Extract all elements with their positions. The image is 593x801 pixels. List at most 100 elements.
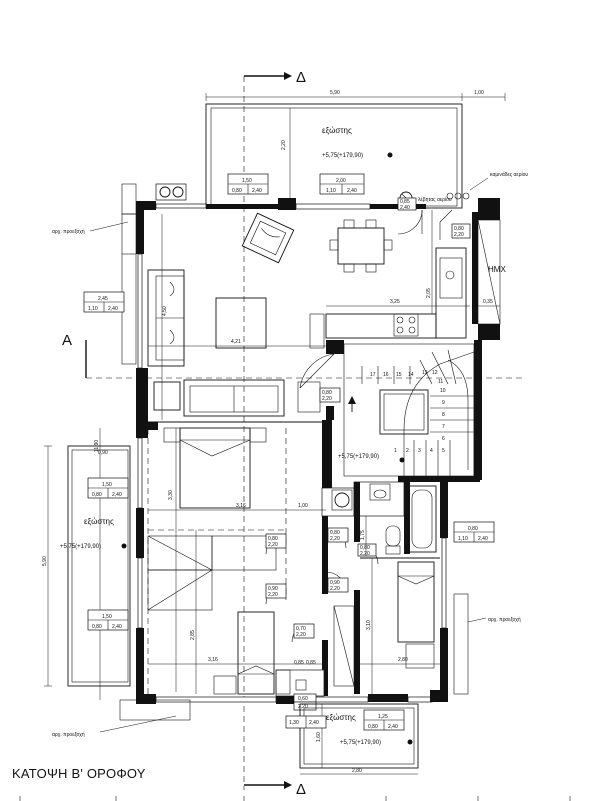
svg-text:0,80: 0,80 [468, 526, 478, 532]
hmx-label: ΗΜΧ [488, 265, 506, 274]
dim-living-depth: 4,50 [162, 306, 168, 316]
balcony-top-level: +5,75(+179,90) [322, 153, 363, 159]
lower-bedroom: 3,16 2,85 0,70 2,20 0,85 0,85 0,60 2,20 [148, 530, 322, 711]
dim-living-width: 4,21 [231, 339, 241, 345]
svg-text:2,45: 2,45 [98, 296, 108, 302]
section-mark-left: Α [62, 332, 72, 349]
annotation-arch-projection-2: αρχ. προεξοχή [52, 731, 85, 738]
door-tag-d1-h: 2,40 [400, 205, 410, 211]
drawing-title: ΚΑΤΟΨΗ Β' ΟΡΟΦΟΥ [12, 766, 146, 781]
door-tag-d6-w: 0,80 [330, 530, 340, 536]
svg-text:2,40: 2,40 [252, 188, 262, 194]
window-tag-lb-upper-a: 0,80 [92, 492, 102, 498]
level-marker-3 [121, 543, 127, 549]
balcony-top-label: εξώστης [322, 126, 352, 135]
section-line-delta: Δ Δ [243, 69, 306, 798]
balcony-bottom-label: εξώστης [326, 713, 356, 722]
svg-text:2,40: 2,40 [347, 188, 357, 194]
svg-text:1,50: 1,50 [242, 178, 252, 184]
bbq-and-projection: αρχ. προεξοχή [52, 183, 187, 365]
kitchen: 3,25 2,05 0,35 [309, 210, 500, 349]
dim-bottom-b: 0,85 [306, 660, 316, 666]
stair-step-12: 12 [432, 370, 438, 376]
window-tag-right-bath: 0,80 1,10 2,40 [453, 521, 495, 543]
level-marker-4 [407, 739, 413, 745]
master-bedroom: 3,16 3,30 1,00 [147, 427, 326, 694]
dining-area [329, 219, 393, 273]
door-tag-d10-w: 0,60 [298, 696, 308, 702]
annotation-arch-projection-1: αρχ. προεξοχή [52, 228, 85, 235]
annotation-arch-projection-3: αρχ. προεξοχή [488, 616, 521, 623]
svg-text:1,10: 1,10 [326, 188, 336, 194]
dim-corridor: 1,00 [298, 503, 308, 509]
window-tag-top-mid: 2,00 1,10 2,40 [319, 173, 365, 195]
door-tag-d8-w: 0,80 [360, 545, 370, 551]
axis-ticks [19, 796, 571, 801]
boiler-area: 0,85 2,40 λέβητας αερίου καμινάδες αερίο… [397, 171, 528, 325]
stair-step-7: 7 [442, 424, 445, 430]
dim-hall-depth: 1,75 [360, 530, 366, 540]
bath-level: +5,75(+179,90) [338, 454, 379, 460]
living-room: 4,21 4,50 [147, 212, 326, 420]
stair-step-15: 15 [396, 372, 402, 378]
level-marker [387, 152, 393, 158]
door-tag-d5-h: 2,20 [268, 592, 278, 598]
balcony-left-level: +5,75(+179,90) [60, 544, 101, 550]
interior-walls [148, 340, 440, 697]
window-tag-br-a: 0,80 [368, 724, 378, 730]
door-tag-d5-w: 0,90 [268, 586, 278, 592]
dim-bottom-depth: 1,60 [316, 732, 322, 742]
balcony-bottom-level: +5,75(+179,90) [340, 740, 381, 746]
door-tag-d3-h: 2,20 [322, 396, 332, 402]
svg-text:1,10: 1,10 [458, 536, 468, 542]
level-marker-2 [399, 457, 405, 463]
bottom-balcony: εξώστης +5,75(+179,90) 2,80 1,60 1,25 0,… [285, 703, 419, 775]
door-tag-d2-h: 2,20 [454, 232, 464, 238]
dim-top-right: 1,00 [474, 90, 484, 96]
window-tag-lb-lower-w: 1,50 [102, 614, 112, 620]
exterior-walls [136, 198, 500, 704]
stair-step-17: 17 [370, 372, 376, 378]
dim-bed-width: 3,16 [236, 503, 246, 509]
dim-small-bed-width: 2,80 [398, 657, 408, 663]
window-tag-top-left: 1,50 0,80 2,40 [227, 173, 269, 195]
stair-step-16: 16 [383, 372, 389, 378]
dim-bottom-a: 0,85 [294, 660, 304, 666]
door-tag-d6-h: 2,20 [330, 536, 340, 542]
staircase: 1 2 3 4 5 6 7 8 9 10 11 12 13 14 15 16 1… [343, 343, 475, 477]
wardrobes: 0,80 2,20 0,90 2,20 0,80 2,20 0,90 2,20 … [147, 516, 379, 611]
window-tag-left-wall: 2,45 1,10 2,40 [83, 291, 125, 313]
dim-kitchen-run: 3,25 [390, 299, 400, 305]
svg-text:2,00: 2,00 [336, 178, 346, 184]
stair-step-10: 10 [440, 388, 446, 394]
door-tag-d9-h: 2,20 [296, 632, 306, 638]
door-tag-d3-w: 0,80 [322, 390, 332, 396]
door-tag-d8-h: 2,20 [360, 551, 370, 557]
dim-bottom-width: 2,80 [352, 768, 362, 774]
door-tag-d10-h: 2,20 [298, 704, 308, 710]
dim-bed-depth: 3,30 [168, 490, 174, 500]
svg-text:2,40: 2,40 [108, 306, 118, 312]
entrance-door: 0,80 2,20 [299, 353, 356, 412]
svg-text:0,80: 0,80 [232, 188, 242, 194]
stair-step-5: 5 [442, 448, 445, 454]
stair-step-11: 11 [438, 379, 443, 385]
dim-hmx-width: 0,35 [483, 299, 493, 305]
dim-bed-width-2: 3,16 [208, 657, 218, 663]
dim-balcony-depth: 2,20 [281, 140, 287, 150]
left-balcony: 5,90 11,90 0,90 εξώστης +5,75(+179,90) 1… [42, 428, 191, 738]
stair-step-4: 4 [430, 448, 433, 454]
window-tag-lb-lower-a: 0,80 [92, 624, 102, 630]
window-tag-bm-w: 1,30 [289, 720, 299, 726]
stair-step-3: 3 [418, 448, 421, 454]
door-tag-d1-w: 0,85 [400, 199, 410, 205]
section-mark-top: Δ [296, 69, 306, 86]
dim-bath-depth: 3,10 [366, 620, 372, 630]
stair-step-13: 13 [422, 370, 428, 376]
door-tag-d4-h: 2,20 [268, 542, 278, 548]
window-tag-br-w: 1,25 [378, 714, 388, 720]
section-line-alpha: Α [62, 332, 525, 379]
door-tag-d7-h: 2,20 [330, 586, 340, 592]
door-tag-d7-w: 0,90 [330, 580, 340, 586]
stair-step-9: 9 [442, 400, 445, 406]
